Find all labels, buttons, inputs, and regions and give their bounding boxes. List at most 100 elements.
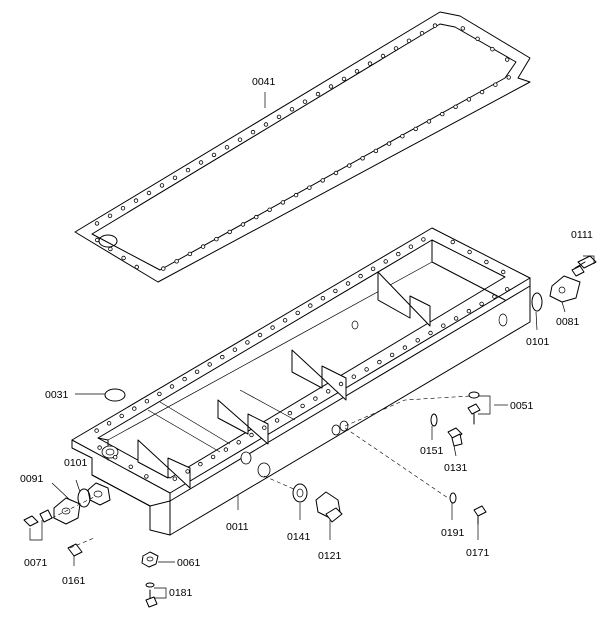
bolt-hole: [400, 133, 405, 139]
label-0051: 0051: [510, 400, 534, 412]
bolt-hole: [377, 359, 382, 365]
bolt-hole: [370, 266, 376, 271]
bolt-hole: [185, 469, 190, 474]
bolt-hole: [475, 36, 480, 41]
bolt-hole: [263, 122, 269, 127]
bolt-hole: [240, 222, 246, 227]
bolt-hole: [408, 244, 414, 249]
bolt-hole: [207, 362, 212, 367]
bolt-0121-shape: [23, 509, 53, 527]
bolt-hole: [174, 259, 179, 264]
o-ring-0101-right-shape: [531, 292, 543, 312]
bolt-hole: [112, 455, 118, 460]
nut-0071-shape: [141, 551, 159, 568]
bolt-hole: [200, 244, 206, 249]
o-ring-0031: [104, 388, 126, 402]
bolt-hole: [300, 403, 305, 409]
bolt-hole: [341, 76, 347, 82]
plug-0171-shape: [67, 543, 83, 557]
bolt-hole: [119, 413, 124, 419]
bolt-0061-shape: [145, 582, 158, 608]
bolt-hole: [132, 406, 137, 411]
bolt-hole: [280, 200, 286, 205]
bolt-hole: [419, 31, 425, 36]
label-0151: 0131: [444, 462, 468, 474]
bolt-hole: [413, 126, 418, 132]
label-0061: 0181: [169, 587, 193, 599]
bolt-hole: [287, 410, 293, 416]
bolt-hole: [198, 461, 203, 467]
bolt-hole: [262, 425, 267, 430]
bolt-0051-shape: [467, 391, 481, 425]
bolt-hole: [415, 338, 420, 343]
bolt-hole: [484, 259, 489, 265]
bolt-hole: [307, 185, 312, 190]
plug-0181-shape: [473, 505, 487, 525]
bolt-hole: [106, 421, 112, 426]
bolt-0111-shape: [571, 255, 597, 277]
bolt-hole: [389, 352, 395, 358]
bolt-hole: [182, 376, 187, 382]
bolt-hole: [466, 308, 472, 314]
bolt-hole: [453, 316, 459, 321]
label-0091: 0091: [20, 473, 44, 485]
label-0131: 0121: [318, 550, 342, 562]
bolt-hole: [120, 205, 126, 211]
bolt-hole: [441, 323, 446, 328]
bolt-hole: [133, 198, 139, 203]
bolt-hole: [144, 474, 149, 479]
bolt-hole: [250, 129, 256, 135]
bolt-hole: [172, 476, 177, 481]
label-0081: 0081: [556, 316, 580, 328]
bolt-hole: [227, 229, 232, 235]
bolt-hole: [128, 464, 133, 469]
bolt-hole: [224, 145, 230, 150]
bolt-hole: [328, 84, 334, 89]
bolt-hole: [393, 46, 399, 51]
bolt-hole: [94, 221, 100, 226]
bolt-hole: [214, 236, 219, 242]
label-0191: 0191: [441, 527, 465, 539]
bolt-hole: [386, 141, 392, 146]
bolt-hole: [210, 454, 216, 460]
label-0181: 0171: [466, 547, 490, 559]
bolt-hole: [237, 137, 243, 142]
bolt-hole: [257, 332, 263, 338]
bolt-hole: [121, 255, 126, 261]
bolt-hole: [347, 163, 352, 168]
label-0141: 0141: [287, 531, 311, 543]
label-0101-right: 0101: [526, 336, 550, 348]
bolt-hole: [302, 99, 308, 104]
bolt-hole: [94, 237, 100, 243]
bolt-hole: [432, 23, 438, 28]
bolt-hole: [245, 340, 250, 345]
bolt-hole: [107, 213, 113, 218]
bolt-hole: [223, 447, 229, 452]
bolt-hole: [169, 384, 175, 389]
bolt-hole: [380, 53, 386, 59]
bolt-hole: [146, 190, 152, 196]
bolt-hole: [490, 47, 495, 52]
bolt-hole: [354, 69, 360, 74]
o-ring-0101-left-shape: [77, 488, 91, 508]
bolt-hole: [333, 288, 338, 294]
label-0121: 0071: [24, 557, 48, 569]
bolt-hole: [333, 170, 339, 176]
plug-0151-shape: [447, 427, 463, 447]
bolt-hole: [501, 269, 506, 275]
bolt-hole: [236, 440, 241, 445]
bolt-hole: [428, 330, 433, 336]
bolt-hole: [144, 399, 150, 404]
bolt-hole: [440, 111, 445, 117]
bolt-hole: [364, 367, 369, 372]
bolt-hole: [194, 369, 200, 374]
bolt-hole: [187, 251, 193, 257]
label-0161: 0151: [420, 445, 444, 457]
bolt-hole: [367, 61, 373, 66]
bolt-hole: [421, 237, 426, 242]
bolt-hole: [293, 192, 299, 198]
drain-plug-0131-shape: [315, 491, 343, 523]
label-0171: 0161: [62, 575, 86, 587]
bolt-hole: [351, 374, 356, 379]
label-0071: 0061: [177, 557, 201, 569]
